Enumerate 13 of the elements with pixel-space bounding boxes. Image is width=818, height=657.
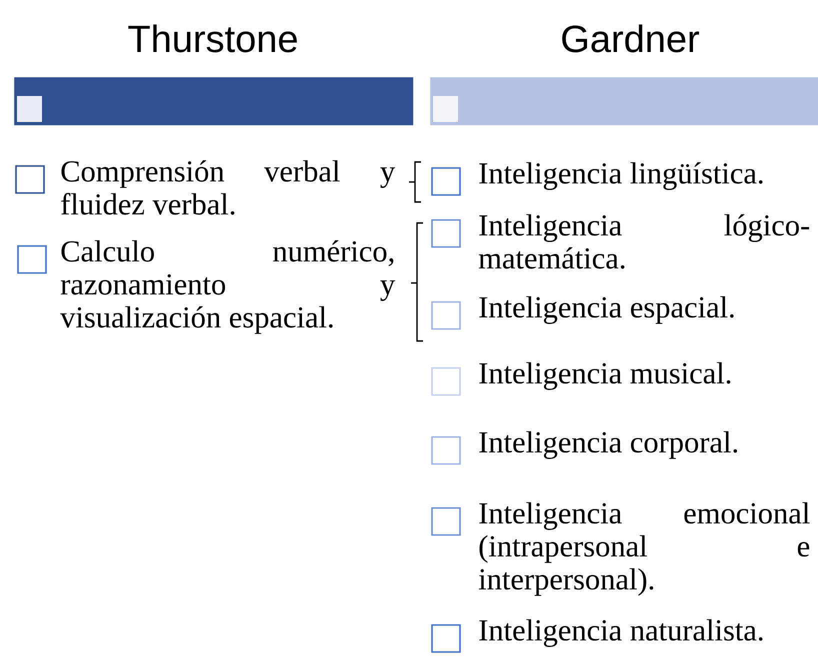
node-label: Thurstone: [128, 24, 297, 52]
list-item: Inteligencia emocional (intrapersonal e interpersonal).: [478, 502, 810, 596]
list-item: Calculo numérico, razonamiento y visualización espacial.: [60, 240, 396, 334]
list-item: Inteligencia espacial.: [479, 296, 734, 324]
list-item: Inteligencia lógico-matemática.: [478, 214, 810, 269]
list-item: Inteligencia corporal.: [479, 431, 738, 459]
list-item: Inteligencia musical.: [479, 362, 730, 390]
list-item: Inteligencia naturalista.: [479, 619, 762, 647]
list-item: Comprensión verbal y fluidez verbal.: [61, 160, 396, 215]
header-bar: Thurstone: [14, 24, 414, 126]
header-bar: Gardner: [430, 24, 818, 126]
node-label: Gardner: [562, 24, 700, 52]
list-item: Inteligencia lingüística.: [479, 162, 763, 190]
